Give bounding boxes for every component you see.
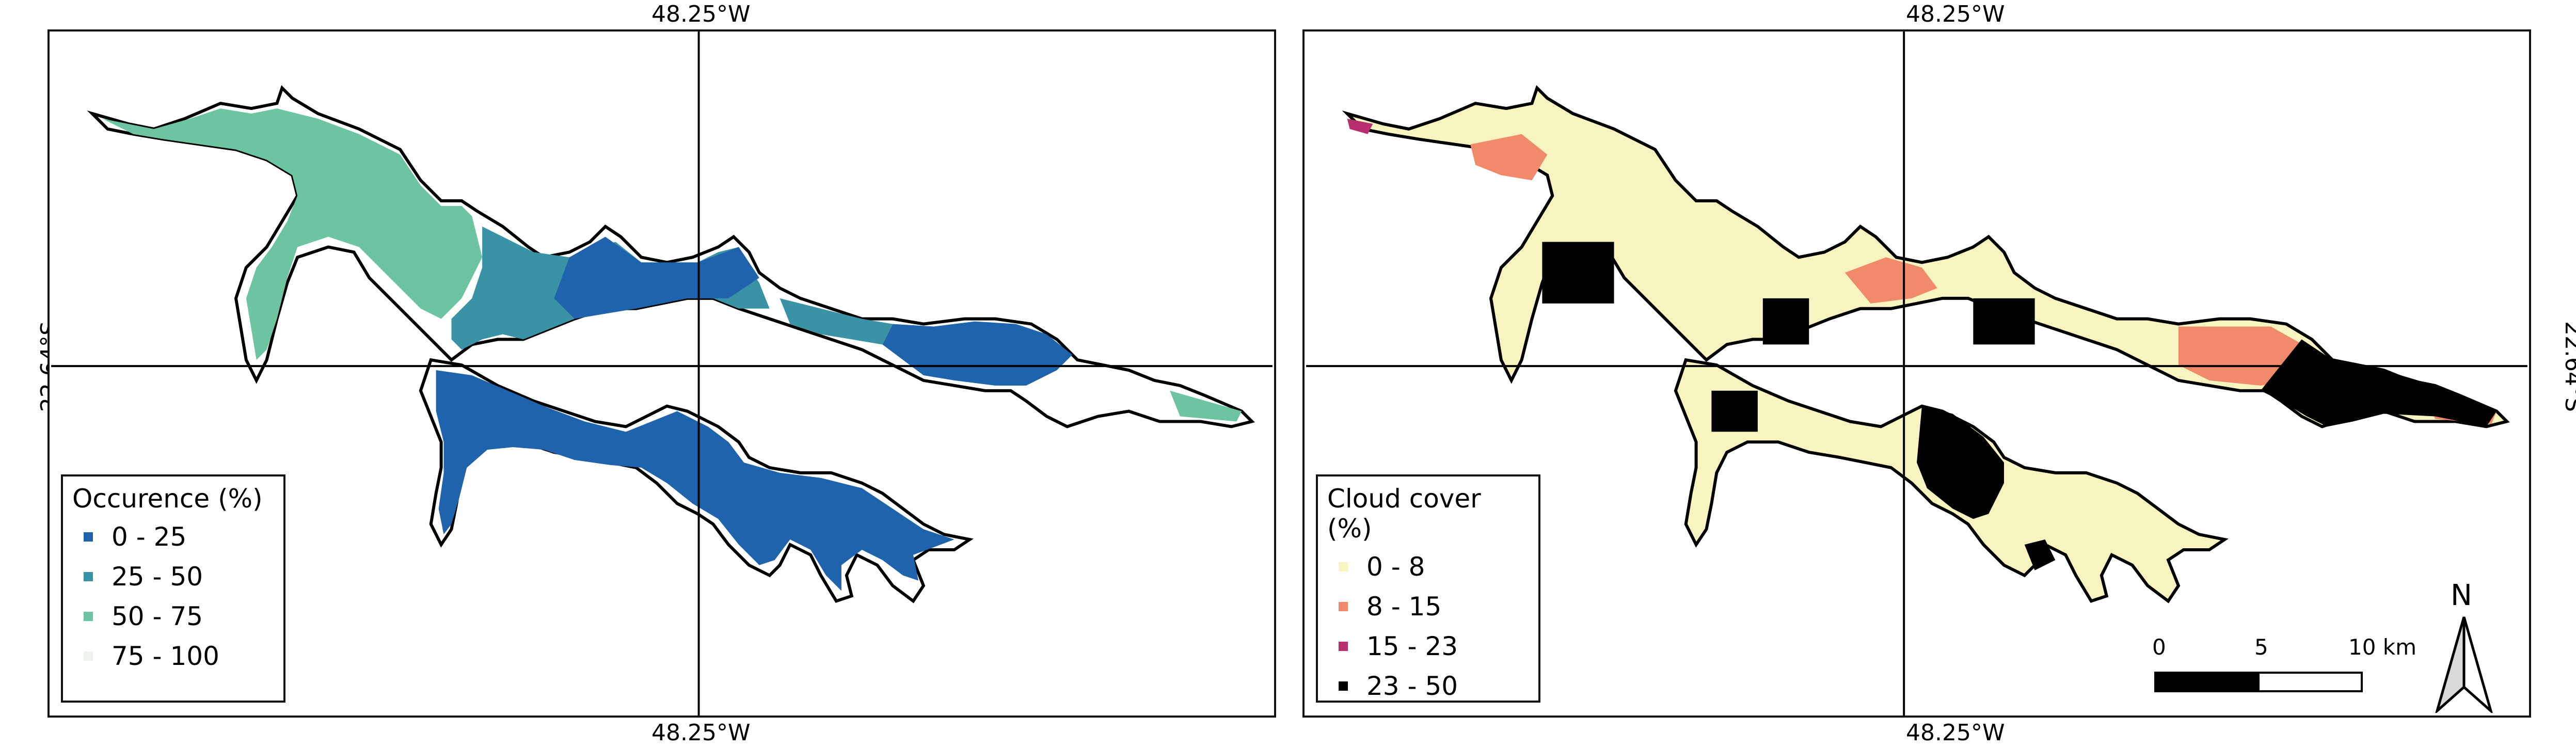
legend-label: 25 - 50 (112, 561, 203, 592)
occurrence-fill-25-50-b (780, 298, 893, 345)
cloud-cover-map-panel: Cloud cover (%) 0 - 8 8 - 15 15 - 23 23 … (1302, 29, 2531, 718)
occurrence-fill-50-75 (102, 108, 483, 360)
lat-label-right: 22.64°S (2559, 321, 2576, 412)
legend-swatch (84, 532, 93, 542)
legend-label: 8 - 15 (1366, 591, 1442, 622)
legend-label: 15 - 23 (1366, 631, 1458, 661)
legend-item: 75 - 100 (72, 636, 274, 676)
legend-swatch (84, 651, 93, 661)
legend-swatch (1339, 601, 1348, 611)
legend-item: 23 - 50 (1327, 666, 1529, 706)
cloud-fill-23-50-south (1917, 406, 2004, 519)
cloud-fill-23-50-block (1973, 298, 2035, 345)
legend-item: 0 - 25 (72, 517, 274, 557)
legend-swatch (1339, 641, 1348, 651)
lon-label-top-right: 48.25°W (1906, 1, 2005, 27)
occurrence-fill-0-25-south (436, 370, 955, 591)
scale-label-10: 10 km (2348, 634, 2417, 660)
north-arrow-icon (2435, 616, 2493, 713)
cloud-fill-23-50-east (2260, 339, 2497, 427)
legend-swatch (1339, 681, 1348, 691)
legend-swatch (84, 611, 93, 621)
occurrence-fill-0-25-b (882, 321, 1073, 386)
cloud-fill-23-50-block (1711, 390, 1758, 432)
lon-label-bottom-right: 48.25°W (1906, 720, 2005, 746)
legend-label: 0 - 25 (112, 521, 187, 552)
legend-title: Occurence (%) (72, 484, 263, 514)
legend-item: 50 - 75 (72, 596, 274, 636)
legend-item: 25 - 50 (72, 557, 274, 596)
cloud-fill-23-50-block (1762, 298, 1809, 345)
lon-label-top-left: 48.25°W (651, 1, 751, 27)
cloud-fill-8-15-a (1470, 134, 1548, 181)
occurrence-fill-50-75-east (1170, 390, 1242, 422)
occurrence-legend: Occurence (%) 0 - 25 25 - 50 50 - 75 75 … (61, 474, 285, 703)
scale-bar (2154, 672, 2363, 692)
north-arrow-label: N (2451, 579, 2472, 612)
legend-title: Cloud cover (%) (1327, 484, 1481, 544)
occurrence-map-panel: Occurence (%) 0 - 25 25 - 50 50 - 75 75 … (47, 29, 1276, 718)
legend-label: 50 - 75 (112, 601, 203, 631)
legend-item: 15 - 23 (1327, 626, 1529, 666)
legend-label: 0 - 8 (1366, 551, 1425, 582)
legend-swatch (1339, 562, 1348, 571)
legend-label: 75 - 100 (112, 641, 219, 671)
legend-item: 0 - 8 (1327, 547, 1529, 586)
legend-item: 8 - 15 (1327, 586, 1529, 626)
cloud-fill-8-15-b (1844, 257, 1937, 304)
scale-label-0: 0 (2152, 634, 2166, 660)
cloud-cover-legend: Cloud cover (%) 0 - 8 8 - 15 15 - 23 23 … (1316, 474, 1540, 703)
occurrence-map (51, 31, 1273, 716)
legend-label: 23 - 50 (1366, 671, 1458, 701)
lon-label-bottom-left: 48.25°W (651, 720, 751, 746)
cloud-fill-15-23 (1347, 118, 1373, 134)
occurrence-fill-0-25-a (554, 236, 759, 319)
scale-label-5: 5 (2254, 634, 2268, 660)
cloud-fill-23-50-south-b (2024, 539, 2056, 570)
cloud-fill-23-50-block (1542, 242, 1614, 304)
cloud-cover-map (1306, 31, 2527, 716)
legend-swatch (84, 571, 93, 581)
